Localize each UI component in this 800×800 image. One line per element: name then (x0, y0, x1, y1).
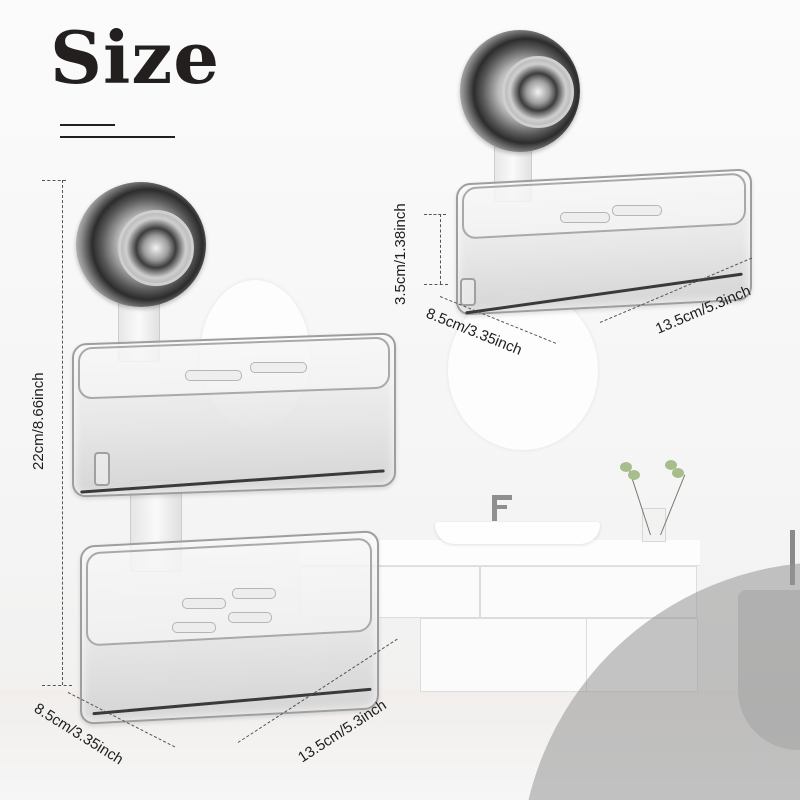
glass-vase (642, 508, 666, 542)
leaf-icon (620, 462, 632, 472)
drain-slot (182, 598, 226, 609)
vanity-drawer (480, 566, 697, 618)
tub-faucet (790, 530, 795, 585)
leaf-icon (672, 468, 684, 478)
title-underline-long (60, 136, 175, 138)
single-height-dimension-line (440, 214, 441, 284)
sink-basin (435, 522, 600, 544)
drain-slot (232, 588, 276, 599)
drain-slot (560, 212, 610, 223)
mirror-oval-right (448, 290, 598, 450)
drain-slot (172, 622, 216, 633)
drain-slot (250, 362, 307, 373)
page-title: Size (50, 15, 221, 100)
drain-slot (185, 370, 242, 381)
upper-tray-rim (78, 336, 390, 400)
suction-cup-knob (502, 56, 574, 128)
leaf-icon (665, 460, 677, 470)
dim-tick (424, 284, 448, 285)
dim-tick (42, 180, 66, 181)
vanity-drawer (420, 618, 587, 692)
tray-hook (460, 278, 476, 306)
drain-slot (228, 612, 272, 623)
drain-slot (612, 205, 662, 216)
faucet-handle (492, 505, 507, 509)
leaf-icon (628, 470, 640, 480)
faucet-spout (492, 495, 512, 500)
title-underline-short (60, 124, 115, 126)
height-dimension-line (62, 180, 63, 685)
double-height-label: 22cm/8.66inch (30, 372, 47, 470)
dim-tick (424, 214, 446, 215)
lower-tray-rim (86, 537, 372, 647)
tray-hook (94, 452, 110, 486)
dim-tick (42, 685, 72, 686)
plant-stem (660, 474, 686, 536)
single-height-label: 3.5cm/1.38inch (392, 203, 409, 305)
suction-cup-knob (118, 210, 194, 286)
